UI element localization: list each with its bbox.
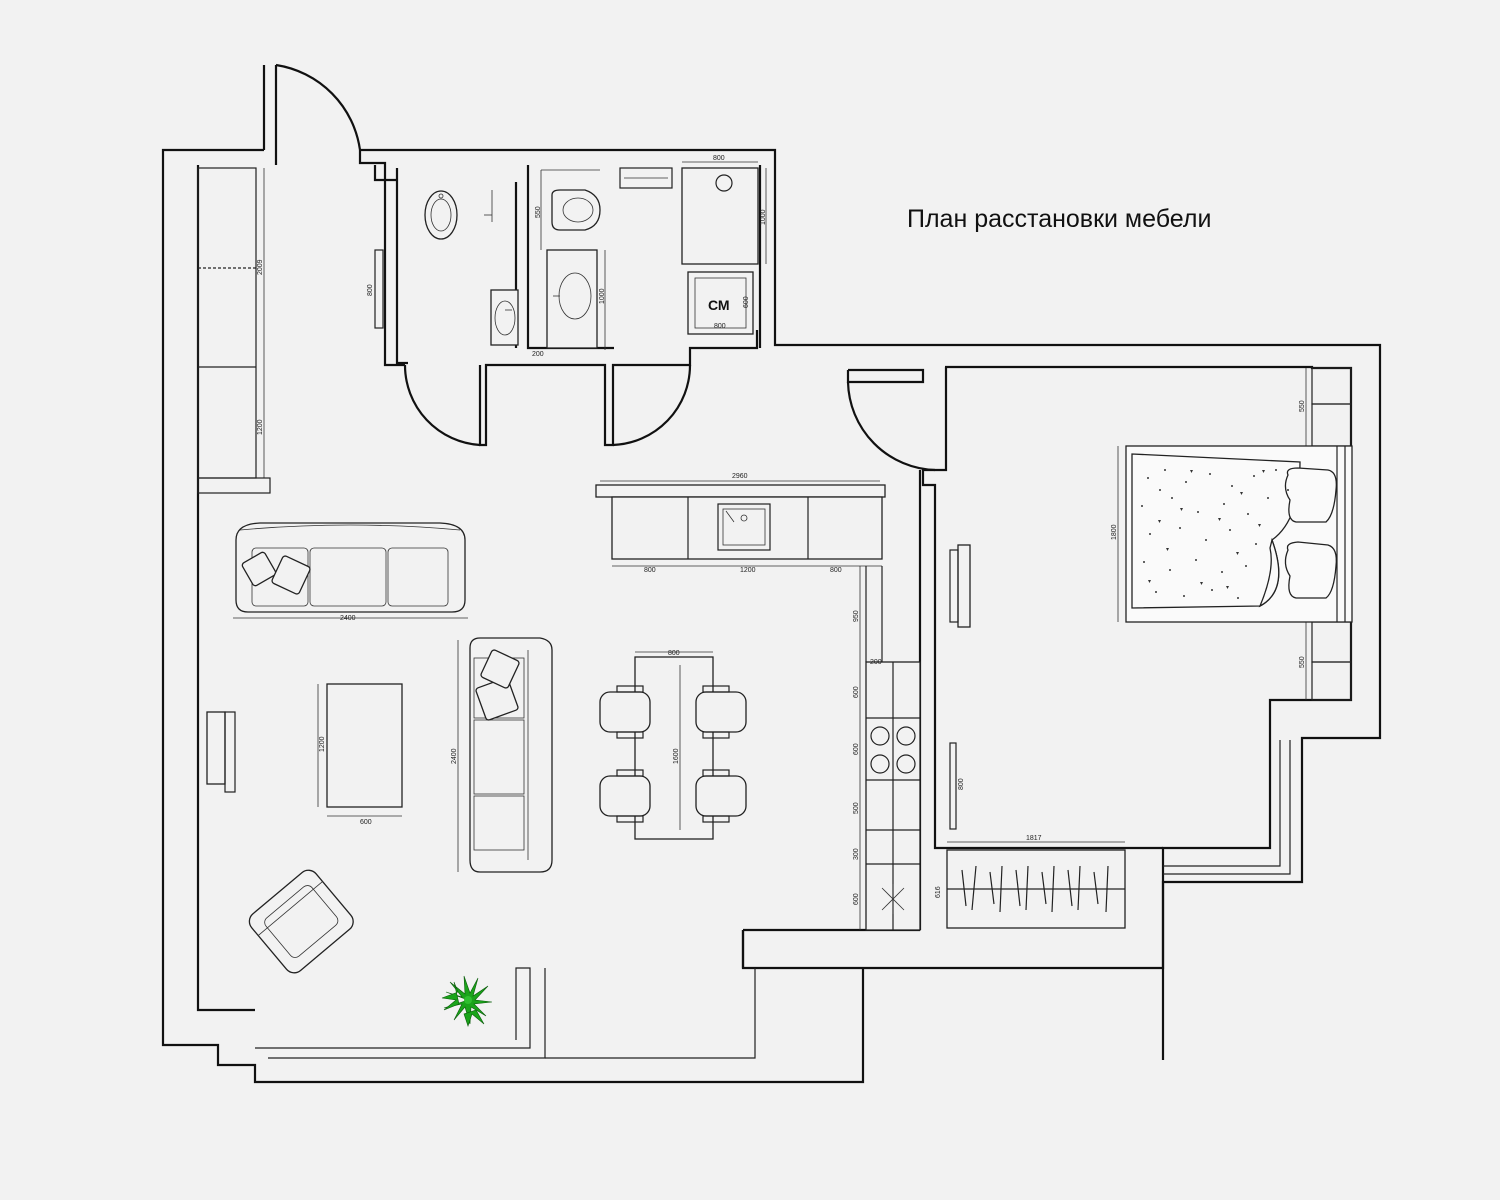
nightstand-top: 550 (1299, 367, 1352, 447)
dining-table-length-dim: 1600 (673, 748, 680, 764)
coffee-table: 1200 600 (317, 683, 403, 826)
pillow-top-icon (1284, 467, 1337, 523)
double-bed: 1800 (1111, 445, 1353, 623)
hall-wardrobe: 2009 1200 (197, 167, 271, 494)
wardrobe-lower-dim: 1200 (257, 419, 264, 435)
plant-icon (441, 975, 493, 1027)
bathroom-door[interactable] (612, 364, 692, 447)
bath-vanity-dim: 1000 (599, 288, 606, 304)
hob-icon (870, 726, 916, 774)
dining-chair-3 (599, 769, 651, 823)
run-2-dim: 500 (853, 802, 860, 814)
corner-sofa-length-dim: 2400 (451, 748, 458, 764)
wc-sink-icon (490, 289, 519, 346)
counter-right-dim: 800 (830, 567, 842, 574)
run-bottom-dim: 600 (853, 893, 860, 905)
shower-depth-dim: 1000 (760, 209, 767, 225)
bathroom: 550 1000 200 800 1000 СМ 600 800 (532, 155, 767, 358)
wc-door[interactable] (403, 364, 481, 447)
shower-width-dim: 800 (713, 155, 725, 162)
shower-tray: 800 1000 (681, 155, 767, 265)
sofa-length-dim: 2400 (340, 615, 356, 622)
coffee-table-length-dim: 1200 (319, 736, 326, 752)
kitchen: 2960 800 1200 800 (595, 473, 921, 931)
closet-depth-dim: 616 (935, 886, 942, 898)
towel-rail-icon (619, 167, 673, 189)
washer-depth-dim: 600 (743, 296, 750, 308)
coffee-table-width-dim: 600 (360, 819, 372, 826)
nightstand-bottom: 550 (1299, 621, 1352, 701)
bath-toilet-icon (551, 189, 601, 231)
entrance-door[interactable] (275, 63, 362, 151)
closet-length-dim: 1817 (1026, 835, 1042, 842)
wardrobe-upper-dim: 2009 (257, 259, 264, 275)
bedroom: 800 550 550 1800 (935, 367, 1353, 929)
bed-width-dim: 1800 (1111, 524, 1118, 540)
dining-chair-2 (695, 685, 747, 739)
washing-machine-label: СМ (708, 297, 730, 313)
bedroom-door[interactable] (846, 381, 936, 472)
sofa: 2400 (233, 522, 468, 622)
wardrobe-closet: 1817 616 (935, 835, 1126, 929)
nightstand-top-dim: 550 (1299, 400, 1306, 412)
washer-width-dim: 800 (714, 323, 726, 330)
tv-unit (206, 711, 236, 793)
counter-length-dim: 2960 (732, 473, 748, 480)
pillow-bottom-icon (1284, 541, 1337, 599)
plan-title: План расстановки мебели (907, 205, 1211, 233)
run-top-dim: 950 (853, 610, 860, 622)
kitchen-sink-icon (717, 503, 771, 551)
washing-machine: СМ 600 800 (687, 271, 754, 335)
clothes-hangers-icon (961, 865, 1109, 913)
dining-area: 800 1600 (599, 650, 747, 840)
wc-radiator (374, 249, 384, 329)
run-3-dim: 300 (853, 848, 860, 860)
bedroom-radiator-dim: 800 (958, 778, 965, 790)
run-hob-dim: 600 (853, 743, 860, 755)
wc-room: 800 (367, 190, 519, 346)
dining-chair-1 (599, 685, 651, 739)
armchair (248, 869, 354, 974)
bath-vanity-offset-dim: 200 (532, 351, 544, 358)
kitchen-upper-counter (611, 496, 883, 560)
duvet-pattern (1141, 469, 1289, 599)
run-1-dim: 600 (853, 686, 860, 698)
balcony-rails (255, 740, 1291, 1059)
corner-sofa: 2400 (451, 637, 553, 873)
living-room: 2400 1200 600 2400 (206, 522, 553, 1027)
counter-left-dim: 800 (644, 567, 656, 574)
extractor-fan-icon (881, 884, 905, 914)
dining-chair-4 (695, 769, 747, 823)
bath-vanity-icon (546, 249, 598, 349)
bath-toilet-dim: 550 (535, 206, 542, 218)
kitchen-counter-top (595, 484, 886, 498)
dining-table-width-dim: 800 (668, 650, 680, 657)
nightstand-bottom-dim: 550 (1299, 656, 1306, 668)
wc-toilet-icon (424, 190, 458, 240)
bedroom-tv (949, 544, 971, 628)
run-gap-dim: 200 (870, 659, 882, 666)
counter-sink-dim: 1200 (740, 567, 756, 574)
wc-radiator-dim: 800 (367, 284, 374, 296)
bedroom-radiator (949, 742, 957, 830)
